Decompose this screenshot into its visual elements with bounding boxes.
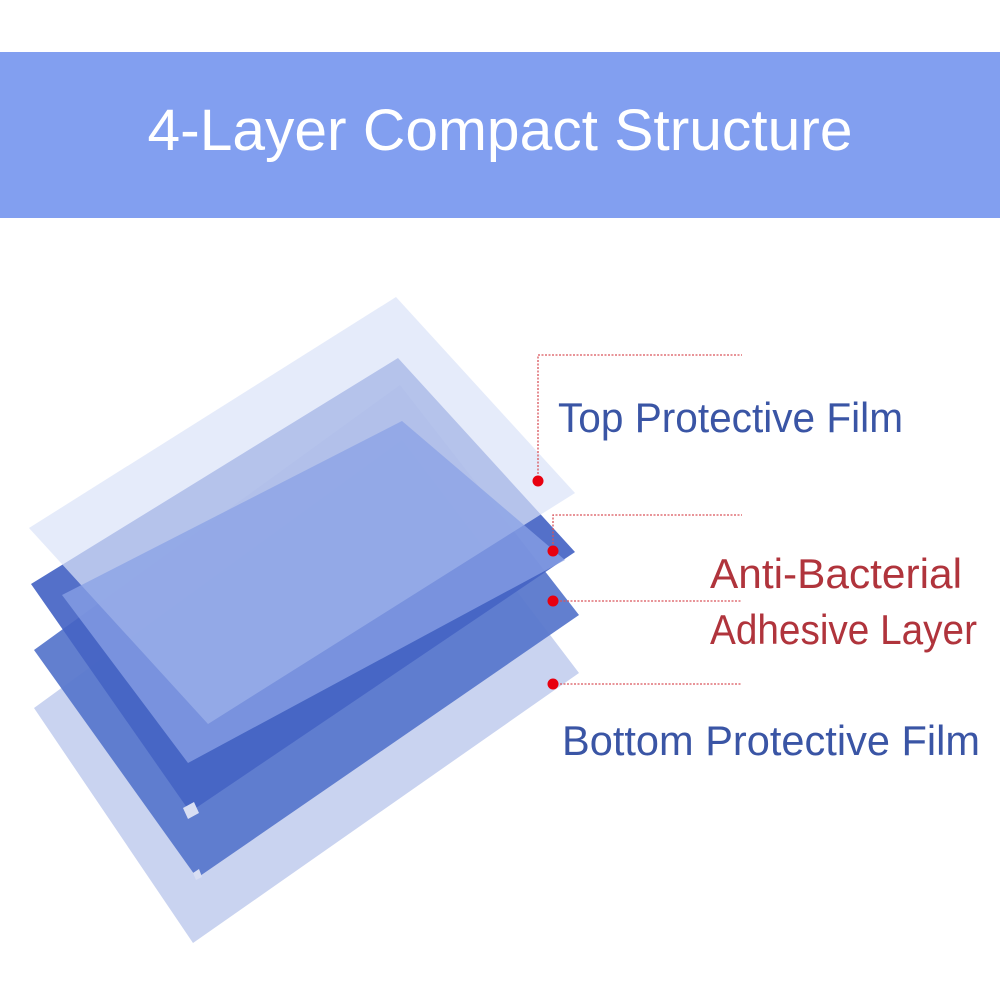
marker-dot — [547, 545, 559, 557]
inner-adhesive-area — [62, 421, 565, 763]
label-top-protective-film: Top Protective Film — [558, 394, 903, 441]
marker-dot — [547, 678, 559, 690]
marker-dot — [532, 475, 544, 487]
adhesive-tab — [193, 869, 202, 880]
label-adhesive-layer: Adhesive Layer — [710, 606, 977, 653]
header-banner — [0, 52, 1000, 218]
page-title: 4-Layer Compact Structure — [148, 98, 853, 163]
adhesive-tab — [183, 802, 199, 819]
leader-line-top — [537, 354, 742, 481]
label-anti-bacterial: Anti-Bacterial — [710, 550, 962, 597]
leader-line-adhesive-1 — [552, 514, 742, 551]
label-bottom-protective-film: Bottom Protective Film — [562, 717, 980, 764]
marker-dot — [547, 595, 559, 607]
